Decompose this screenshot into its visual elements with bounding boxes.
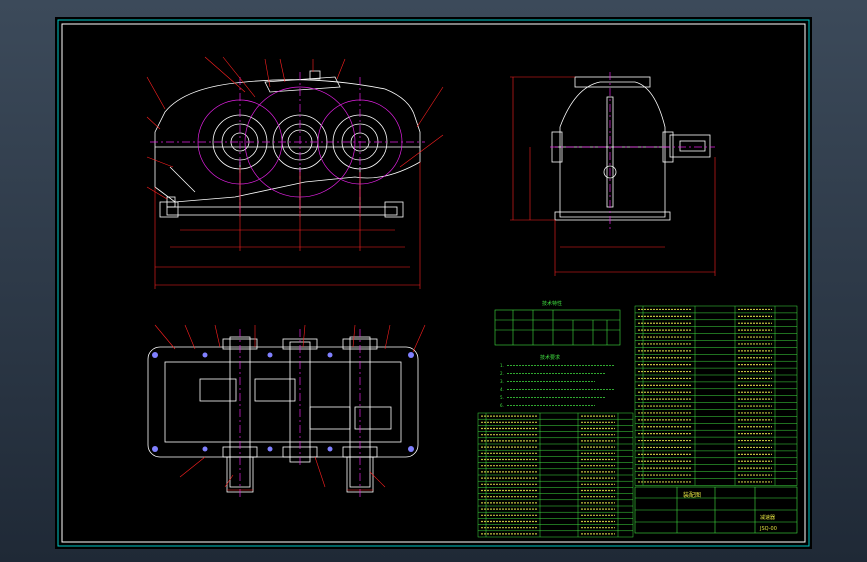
leader-9 [146,76,166,110]
tech-req-item: 3. [500,379,504,384]
leader-10 [146,116,161,130]
plan-leader-2 [184,324,196,350]
tech-req-title: 技术要求 [540,354,560,361]
tech-req-item: 4. [500,387,504,392]
leader-2 [222,56,256,98]
spec-table-frame [494,309,621,346]
tech-req-item: 5. [500,395,504,400]
bolt-icon [267,352,273,358]
leader-6 [336,58,346,80]
leader-11 [146,156,174,168]
plan-leader-12 [369,471,386,488]
plan-leader-3 [214,324,221,348]
drawing-name: 装配图 [683,491,701,499]
drawing-number: JSQ-00 [759,526,777,532]
spec-table [494,309,621,346]
side-view-dimensions [510,76,716,276]
assembly-drawing: 技术特性 技术要求 1. 2. 3. 4. 5. 6. 装配图 减速器 JSQ-00 [57,19,810,547]
side-view [551,76,711,221]
company-name: 减速器 [760,514,775,521]
top-view-bolts [152,352,414,452]
tech-req-lines: 1. 2. 3. 4. 5. 6. [500,363,615,408]
plan-inner [164,361,402,443]
bolt-icon [327,352,333,358]
side-cap [574,76,651,88]
leader-8 [399,134,444,168]
output-shaft [669,134,711,158]
plan-leader-10 [224,474,234,488]
leader-1 [204,56,246,93]
leader-7 [416,86,444,128]
plan-leader-1 [154,324,176,350]
plan-leader-5 [302,324,306,348]
base-flange [166,206,398,216]
tech-req-item: 2. [500,371,504,376]
leader-3 [264,58,271,88]
base-right [384,201,404,218]
side-base [554,211,671,221]
side-view-centerlines [550,72,715,232]
outer-frame [57,19,810,547]
plan-gear-2 [254,378,296,402]
bolt-icon [152,446,158,452]
top-view [147,336,419,493]
plan-leader-11 [314,456,326,488]
bolt-icon [152,352,158,358]
title-block [634,486,798,534]
tech-req-item: 6. [500,403,504,408]
spec-table-title: 技术特性 [542,300,562,307]
plan-leader-8 [412,324,426,353]
base-left [159,201,179,218]
plan-gear-3 [309,406,351,430]
inspection-cover [264,76,341,93]
bom-table-right [634,305,798,486]
plan-leader-6 [352,324,356,348]
bolt-icon [408,446,414,452]
top-view-centerlines [239,329,361,499]
side-housing [559,81,666,218]
bom-table-left [477,412,634,538]
inner-frame [61,23,806,543]
leader-12 [146,186,168,200]
plan-gear-4 [354,406,392,430]
oil-level-indicator [603,165,617,179]
leader-4 [279,58,286,83]
plan-gear-1 [199,378,237,402]
bolt-icon [327,446,333,452]
bolt-icon [202,352,208,358]
drawing-sheet: 技术特性 技术要求 1. 2. 3. 4. 5. 6. 装配图 减速器 JSQ-00 [55,17,812,549]
front-view [154,70,421,218]
plan-leader-7 [384,324,391,350]
front-view-dimensions [146,56,444,289]
plan-outer [147,346,419,458]
oil-gauge [169,166,196,193]
vent-plug [309,70,321,80]
housing-outline [154,79,421,203]
bolt-icon [202,446,208,452]
output-shaft-key [679,140,706,152]
drain-plug [166,196,176,208]
plan-leader-9 [179,456,206,478]
bolt-icon [267,446,273,452]
tech-req-item: 1. [500,363,504,368]
bolt-icon [408,352,414,358]
top-view-leaders [154,324,426,491]
